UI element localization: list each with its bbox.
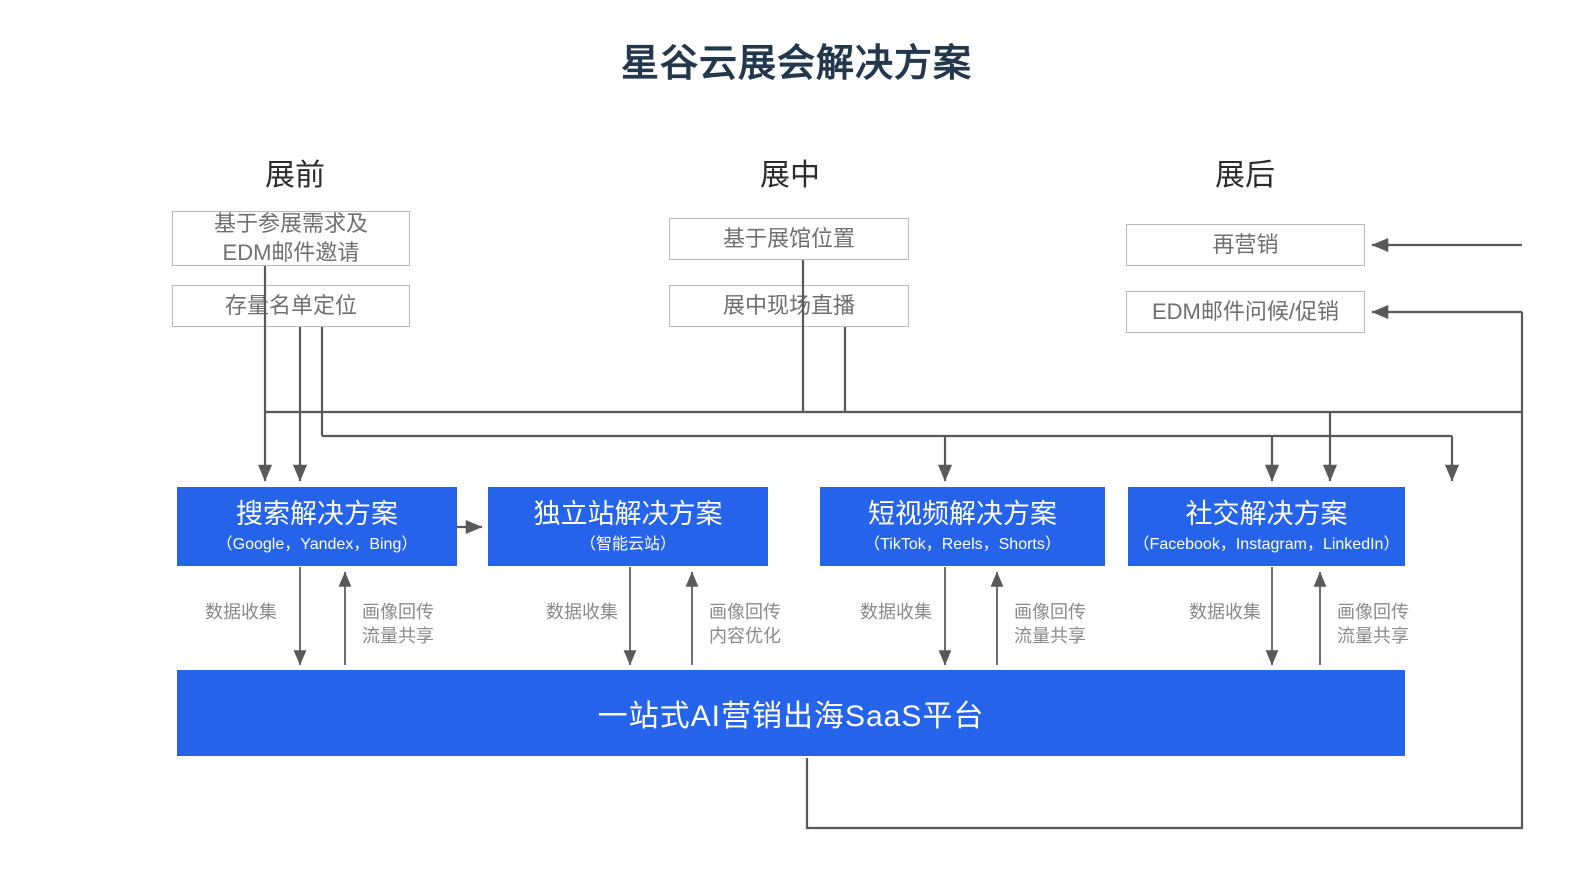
- stage-box-post-1[interactable]: 再营销: [1126, 224, 1365, 266]
- page-title: 星谷云展会解决方案: [620, 43, 972, 85]
- solution-title: 社交解决方案: [1185, 498, 1348, 529]
- platform-label: 一站式AI营销出海SaaS平台: [597, 700, 985, 733]
- solution-title: 独立站解决方案: [533, 498, 723, 529]
- stage-box-text: 再营销: [1212, 231, 1279, 257]
- solution-box-search[interactable]: 搜索解决方案 （Google，Yandex，Bing）: [177, 487, 457, 566]
- stage-box-during-2[interactable]: 展中现场直播: [669, 285, 909, 327]
- stage-box-during-1[interactable]: 基于展馆位置: [669, 218, 909, 260]
- platform-bar[interactable]: 一站式AI营销出海SaaS平台: [177, 670, 1405, 756]
- solution-box-shortvideo[interactable]: 短视频解决方案 （TikTok，Reels，Shorts）: [820, 487, 1105, 566]
- stage-box-text: 基于参展需求及 EDM邮件邀请: [213, 211, 368, 265]
- solution-box-social[interactable]: 社交解决方案 （Facebook，Instagram，LinkedIn）: [1128, 487, 1405, 566]
- solution-title: 短视频解决方案: [868, 498, 1057, 529]
- solution-box-website[interactable]: 独立站解决方案 （智能云站）: [488, 487, 768, 566]
- solution-subtitle: （智能云站）: [579, 535, 676, 553]
- flow-label-up-3: 画像回传 流量共享: [1014, 602, 1086, 647]
- solution-subtitle: （Google，Yandex，Bing）: [216, 535, 418, 553]
- stage-box-text: 存量名单定位: [224, 292, 357, 318]
- flow-label-down-4: 数据收集: [1189, 602, 1261, 622]
- solution-title: 搜索解决方案: [236, 498, 398, 529]
- stage-box-pre-1[interactable]: 基于参展需求及 EDM邮件邀请: [172, 211, 410, 266]
- solution-subtitle: （Facebook，Instagram，LinkedIn）: [1133, 535, 1400, 553]
- stage-box-text: EDM邮件问候/促销: [1151, 298, 1339, 324]
- flow-label-down-2: 数据收集: [546, 602, 618, 622]
- phase-label-pre: 展前: [265, 159, 325, 192]
- flow-label-up-1: 画像回传 流量共享: [362, 602, 434, 647]
- stage-box-pre-2[interactable]: 存量名单定位: [172, 285, 410, 327]
- flow-label-up-2: 画像回传 内容优化: [709, 602, 781, 647]
- flow-label-up-4: 画像回传 流量共享: [1337, 602, 1409, 647]
- flow-label-down-3: 数据收集: [860, 602, 932, 622]
- stage-box-post-2[interactable]: EDM邮件问候/促销: [1126, 291, 1365, 333]
- flow-label-down-1: 数据收集: [205, 602, 277, 622]
- phase-label-during: 展中: [760, 159, 820, 192]
- stage-box-text: 展中现场直播: [722, 292, 855, 318]
- phase-label-post: 展后: [1215, 159, 1275, 192]
- solution-subtitle: （TikTok，Reels，Shorts）: [864, 535, 1061, 553]
- stage-box-text: 基于展馆位置: [722, 225, 855, 251]
